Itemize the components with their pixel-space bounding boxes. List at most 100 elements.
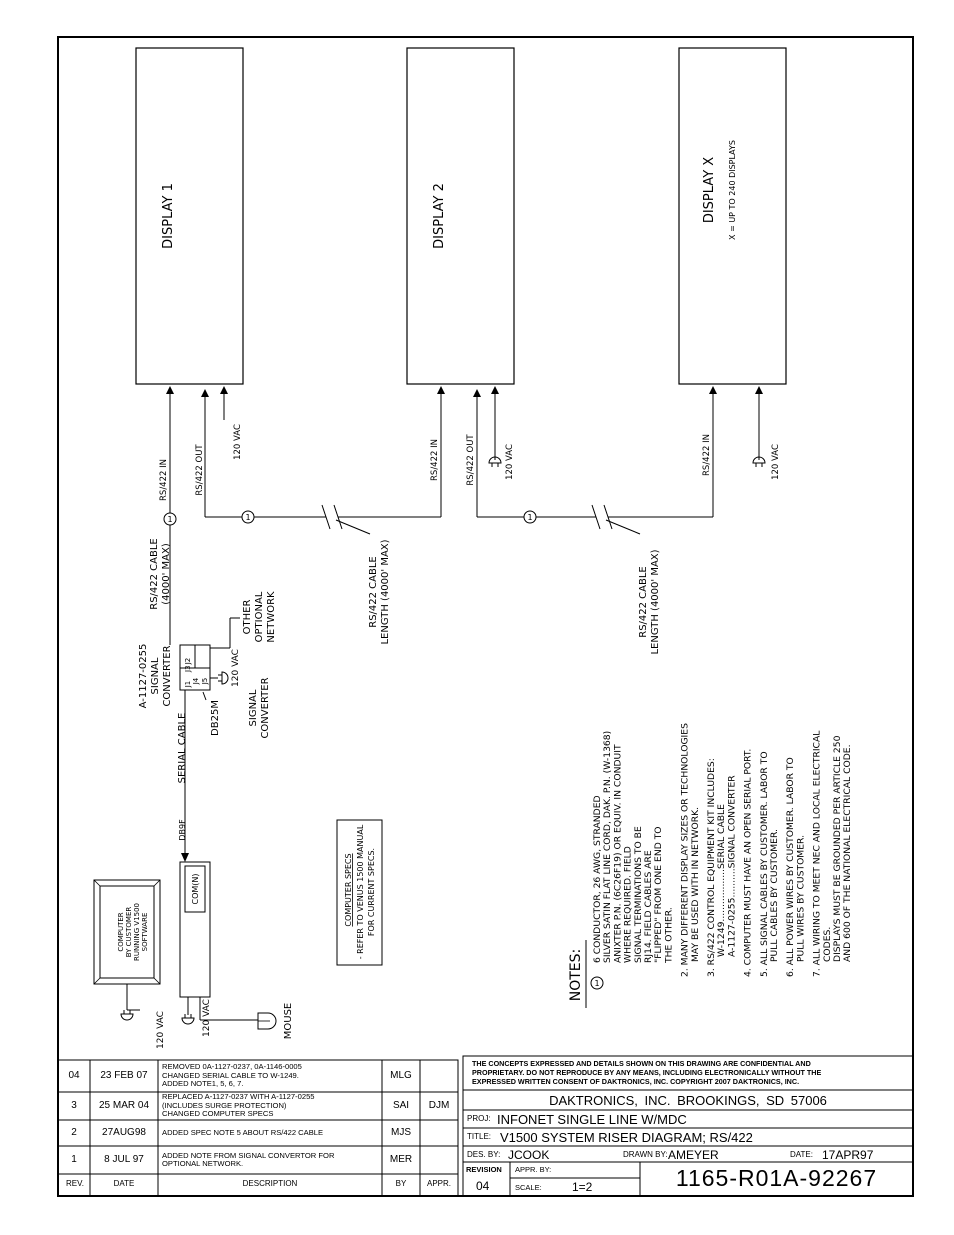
drawn-label: DRAWN BY:	[623, 1150, 668, 1159]
converter-line2: SIGNAL	[150, 657, 161, 694]
computer-line2: BY CUSTOMER	[125, 907, 133, 958]
cable-1-label: RS/422 CABLE	[149, 538, 160, 610]
svg-text:1: 1	[527, 513, 532, 522]
proj-label: PROJ:	[467, 1114, 491, 1123]
d2-120vac: 120 VAC	[505, 444, 515, 480]
db25m-label: DB25M	[210, 700, 221, 736]
rev-row-rev: 3	[71, 1100, 77, 1111]
note-n6-line: PULL WIRES BY CUSTOMER.	[795, 835, 806, 962]
note-n1-line: 6 CONDUCTOR, 26 AWG, STRANDED	[592, 795, 603, 963]
cable-1-max: (4000' MAX)	[161, 543, 172, 605]
serial-cable-label: SERIAL CABLE	[177, 713, 188, 784]
confidential-line3: EXPRESSED WRITTEN CONSENT OF DAKTRONICS,…	[472, 1077, 800, 1086]
rev-row-date: 8 JUL 97	[104, 1154, 144, 1165]
confidential-line1: THE CONCEPTS EXPRESSED AND DETAILS SHOWN…	[472, 1059, 811, 1068]
display-1-label: DISPLAY 1	[161, 183, 176, 249]
display-2-label: DISPLAY 2	[432, 183, 447, 249]
svg-text:J4: J4	[192, 677, 200, 685]
note-n7-line: 7. ALL WIRING TO MEET NEC AND LOCAL ELEC…	[812, 730, 823, 977]
d1-rs422-out: RS/422 OUT	[195, 444, 205, 496]
revision-label: REVISION	[466, 1165, 502, 1174]
rev-row-by: MLG	[390, 1070, 412, 1081]
note-n2-line: MAY BE USED WITH IN NETWORK.	[690, 807, 701, 962]
note-n6-line: 6. ALL POWER WIRES BY CUSTOMER. LABOR TO	[785, 757, 796, 977]
rev-header-date: DATE	[113, 1179, 135, 1188]
note-n3-line: W-1249..................SERIAL CABLE	[716, 804, 727, 957]
scale-value: 1=2	[572, 1180, 593, 1194]
svg-text:1: 1	[594, 979, 599, 988]
note-n1-line: SIGNAL TERMINATIONS TO BE	[633, 826, 644, 963]
monitor-120vac: 120 VAC	[156, 1011, 166, 1049]
note-n1-line: RJ14. FIELD CABLES ARE	[643, 850, 654, 963]
cable-2-label: RS/422 CABLE	[368, 556, 379, 628]
computer-line1: COMPUTER	[117, 912, 125, 951]
rev-row-desc-line: (INCLUDES SURGE PROTECTION)	[162, 1100, 287, 1110]
rev-row-rev: 2	[71, 1127, 77, 1138]
run2-note-circle	[523, 510, 537, 524]
signal-converter-1: SIGNAL	[248, 689, 259, 726]
note-n4-line: 4. COMPUTER MUST HAVE AN OPEN SERIAL POR…	[743, 749, 754, 977]
display-x-label: DISPLAY X	[702, 157, 717, 223]
converter-line3: CONVERTER	[162, 645, 173, 706]
db9f-label: DB9F	[178, 819, 187, 841]
company-line: DAKTRONICS, INC. BROOKINGS, SD 57006	[549, 1093, 827, 1108]
note-n5-line: PULL CABLES BY CUSTOMER.	[769, 829, 780, 962]
signal-converter-2: CONVERTER	[260, 677, 271, 738]
rev-row-by: MJS	[391, 1127, 411, 1138]
title-block	[462, 1055, 914, 1197]
confidential-line2: PROPRIETARY. DO NOT REPRODUCE BY ANY MEA…	[472, 1068, 822, 1077]
svg-text:J1: J1	[184, 681, 192, 689]
specs-line2: FOR CURRENT SPECS.	[367, 848, 376, 936]
rev-row-by: MER	[389, 1154, 413, 1165]
note-n1-line: SILVER SATIN FLAT LINE CORD, DAK. P.N. (…	[602, 731, 613, 963]
rev-row-desc-line: CHANGED SERIAL CABLE TO W-1249.	[162, 1070, 299, 1080]
drawn-value: AMEYER	[668, 1148, 719, 1162]
other-network-1: OTHER	[242, 600, 253, 635]
scale-label: SCALE:	[515, 1183, 542, 1192]
display-1-box	[135, 47, 244, 385]
rev-row-desc-line: OPTIONAL NETWORK.	[162, 1159, 244, 1168]
display-x-box	[678, 47, 787, 385]
revision-table	[57, 1059, 459, 1197]
rev-row-date: 23 FEB 07	[100, 1070, 148, 1081]
d2-rs422-out: RS/422 OUT	[466, 434, 476, 486]
rev-header-rev: REV.	[66, 1179, 84, 1188]
specs-line1: - REFER TO VENUS 1500 MANUAL	[356, 824, 365, 959]
note-n1-line: THE OTHER.	[663, 907, 674, 964]
note-n3-line: A-1127-0255..........SIGNAL CONVERTER	[726, 775, 737, 957]
d1-120vac: 120 VAC	[233, 424, 243, 460]
computer-case	[179, 861, 211, 998]
other-network-2: OPTIONAL	[254, 591, 265, 642]
date-label: DATE:	[790, 1150, 813, 1159]
note-n1-line: "FLIPPED" FROM ONE END TO	[653, 826, 664, 963]
proj-value: INFONET SINGLE LINE W/MDC	[497, 1112, 687, 1127]
other-network-3: NETWORK	[266, 591, 277, 643]
rev-header-appr: APPR.	[426, 1179, 451, 1188]
note-n3-line: 3. RS/422 CONTROL EQUIPMENT KIT INCLUDES…	[706, 758, 717, 977]
rev-row-desc-line: ADDED SPEC NOTE 5 ABOUT RS/422 CABLE	[162, 1127, 324, 1137]
note-n7-line: CODES.	[822, 927, 833, 962]
notes-heading: NOTES:	[568, 949, 584, 1002]
svg-text:1: 1	[245, 513, 250, 522]
title-label: TITLE:	[467, 1132, 492, 1141]
note-n1-line: WHERE REQUIRED. FIELD	[623, 846, 634, 963]
revision-value: 04	[476, 1179, 490, 1193]
title-value: V1500 SYSTEM RISER DIAGRAM; RS/422	[500, 1130, 753, 1145]
converter-part: A-1127-0255	[138, 644, 149, 709]
rev-row-date: 25 MAR 04	[98, 1100, 150, 1111]
date-value: 17APR97	[822, 1148, 874, 1162]
converter-120vac: 120 VAC	[231, 649, 241, 687]
rev-row-desc-line: REPLACED A-1127-0237 WITH A-1127-0255	[162, 1092, 315, 1102]
note-n2-line: 2. MANY DIFFERENT DISPLAY SIZES OR TECHN…	[680, 723, 691, 977]
des-value: JCOOK	[508, 1148, 550, 1162]
d1-rs422-in: RS/422 IN	[159, 459, 169, 501]
rev-header-by: BY	[395, 1179, 407, 1188]
drawing-number: 1165-R01A-92267	[675, 1165, 878, 1191]
rev-row-desc-line: CHANGED COMPUTER SPECS	[162, 1109, 274, 1119]
dx-120vac: 120 VAC	[771, 444, 781, 480]
svg-text:J5: J5	[201, 678, 209, 686]
specs-title: COMPUTER SPECS	[344, 853, 353, 926]
d2-rs422-in: RS/422 IN	[430, 439, 440, 481]
case-120vac: 120 VAC	[202, 999, 212, 1037]
